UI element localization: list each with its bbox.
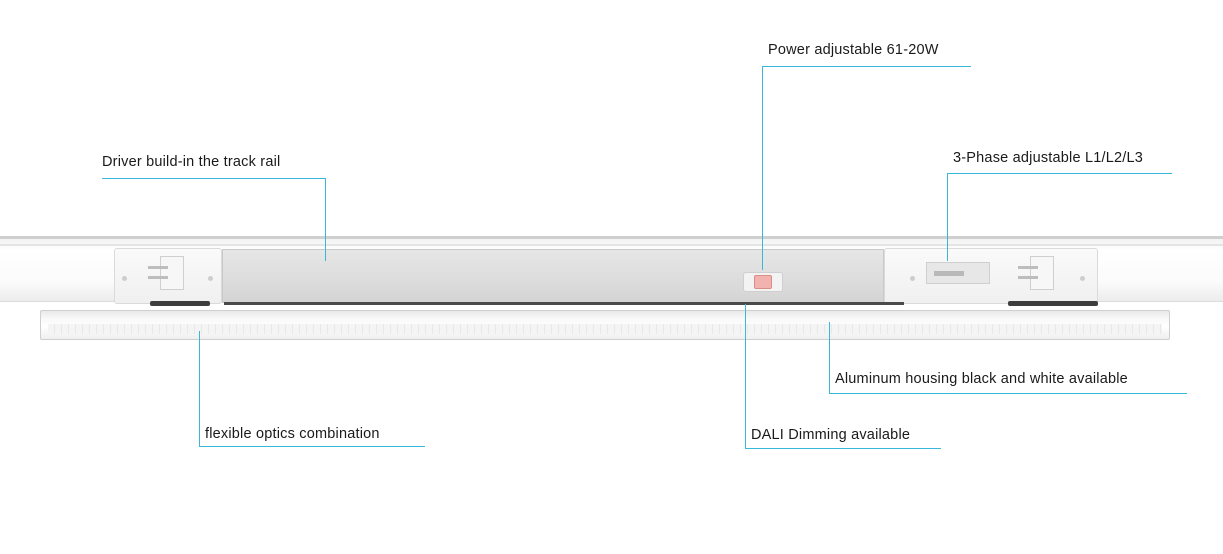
mounting-foot — [1008, 301, 1098, 306]
left-clip-bar — [148, 266, 168, 269]
driver-callout-label: Driver build-in the track rail — [102, 154, 281, 170]
right-adapter — [884, 248, 1098, 304]
left-clip-bar — [148, 276, 168, 279]
dali-callout-label: DALI Dimming available — [751, 427, 911, 443]
right-clip — [1030, 256, 1054, 290]
optics-callout-label: flexible optics combination — [205, 426, 380, 442]
driver-box — [222, 249, 884, 303]
housing-callout-underline — [829, 393, 1187, 394]
driver-callout-leader — [325, 178, 326, 261]
phase-callout-leader — [947, 173, 948, 261]
phase-callout-label: 3-Phase adjustable L1/L2/L3 — [953, 150, 1144, 166]
phase-switch-slot — [934, 271, 964, 276]
dali-callout-underline — [745, 448, 941, 449]
housing-callout-label: Aluminum housing black and white availab… — [835, 371, 1128, 387]
power-callout-underline — [762, 66, 971, 67]
power-callout-leader — [762, 66, 763, 270]
housing-callout-leader — [829, 322, 830, 393]
optics-callout-underline — [199, 446, 425, 447]
track-rail-groove — [0, 244, 1223, 246]
dali-callout-leader — [745, 304, 746, 448]
luminaire-lens — [48, 324, 1162, 334]
driver-callout-underline — [102, 178, 325, 179]
left-clip — [160, 256, 184, 290]
shadow-strip — [224, 302, 904, 305]
right-clip-bar — [1018, 276, 1038, 279]
right-clip-bar — [1018, 266, 1038, 269]
screw — [122, 276, 127, 281]
screw — [910, 276, 915, 281]
dimming-connector-socket — [754, 275, 772, 289]
screw — [1080, 276, 1085, 281]
mounting-foot — [150, 301, 210, 306]
power-callout-label: Power adjustable 61-20W — [768, 42, 939, 58]
optics-callout-leader — [199, 331, 200, 446]
screw — [208, 276, 213, 281]
phase-callout-underline — [947, 173, 1172, 174]
